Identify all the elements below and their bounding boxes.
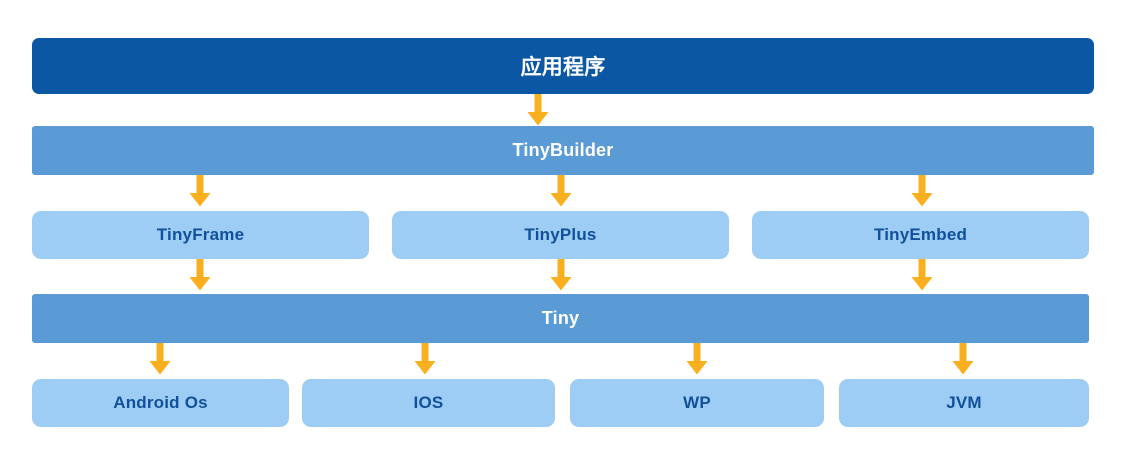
down-arrow-icon (527, 94, 549, 126)
box-tinybuilder-label: TinyBuilder (512, 140, 614, 160)
down-arrow-icon (550, 259, 572, 291)
box-ios[interactable]: IOS (302, 379, 555, 427)
down-arrow-icon (952, 343, 974, 375)
down-arrow-icon (911, 175, 933, 207)
box-tinyplus-label: TinyPlus (524, 225, 597, 244)
down-arrow-icon (414, 343, 436, 375)
down-arrow-icon (149, 343, 171, 375)
box-tiny-label: Tiny (541, 308, 580, 328)
box-android-os[interactable]: Android Os (32, 379, 289, 427)
box-wp-label: WP (683, 393, 711, 412)
box-android-os-label: Android Os (113, 393, 208, 412)
down-arrow-icon (686, 343, 708, 375)
box-tinyembed-label: TinyEmbed (873, 225, 968, 244)
box-wp[interactable]: WP (570, 379, 824, 427)
box-jvm[interactable]: JVM (839, 379, 1089, 427)
down-arrow-icon (911, 259, 933, 291)
box-application-label: 应用程序 (520, 56, 606, 79)
box-tinyplus[interactable]: TinyPlus (392, 211, 729, 259)
box-tinybuilder[interactable]: TinyBuilder (32, 126, 1094, 175)
box-tiny[interactable]: Tiny (32, 294, 1089, 343)
box-tinyframe-label: TinyFrame (156, 225, 245, 244)
box-application[interactable]: 应用程序 (32, 38, 1094, 94)
box-ios-label: IOS (413, 393, 444, 412)
down-arrow-icon (189, 175, 211, 207)
box-jvm-label: JVM (946, 393, 982, 412)
box-tinyframe[interactable]: TinyFrame (32, 211, 369, 259)
down-arrow-icon (189, 259, 211, 291)
box-tinyembed[interactable]: TinyEmbed (752, 211, 1089, 259)
down-arrow-icon (550, 175, 572, 207)
